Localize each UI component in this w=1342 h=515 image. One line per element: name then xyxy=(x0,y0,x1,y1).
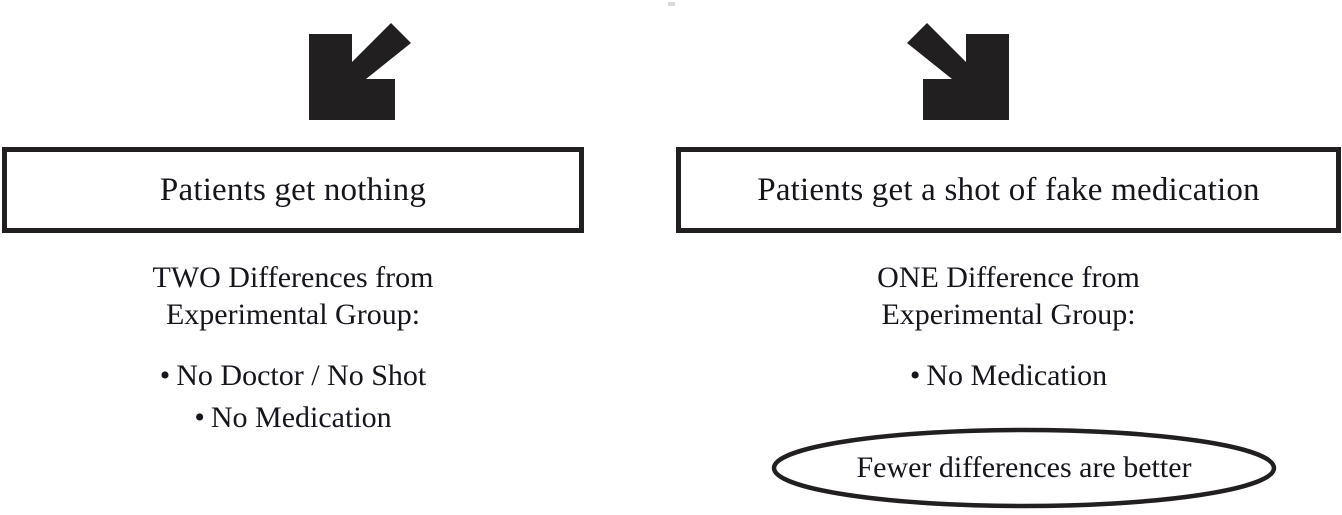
list-item: •No Medication xyxy=(676,355,1341,396)
condition-box-placebo: Patients get a shot of fake medication xyxy=(676,147,1341,233)
list-item: •No Medication xyxy=(2,397,584,438)
list-item-label: No Medication xyxy=(210,400,392,434)
differences-list: •No Doctor / No Shot •No Medication xyxy=(2,355,584,438)
down-left-arrow xyxy=(303,23,413,121)
condition-box-label: Patients get nothing xyxy=(159,171,427,208)
list-item: •No Doctor / No Shot xyxy=(2,355,584,396)
condition-box-no-treatment: Patients get nothing xyxy=(2,147,584,233)
heading-line-1: TWO Differences from xyxy=(152,261,434,294)
list-item-label: No Medication xyxy=(926,359,1108,393)
bullet-icon: • xyxy=(194,400,205,434)
bullet-icon: • xyxy=(159,359,171,393)
callout-label: Fewer differences are better xyxy=(856,451,1192,484)
heading-line-2: Experimental Group: xyxy=(881,297,1136,331)
differences-heading: TWO Differences from Experimental Group: xyxy=(2,260,584,333)
column-no-treatment: TWO Differences from Experimental Group:… xyxy=(2,260,584,438)
heading-line-1: ONE Difference from xyxy=(877,261,1140,294)
scan-speck xyxy=(668,2,675,6)
column-placebo: ONE Difference from Experimental Group: … xyxy=(676,260,1341,397)
down-right-arrow xyxy=(903,23,1015,121)
differences-heading: ONE Difference from Experimental Group: xyxy=(676,260,1341,333)
differences-list: •No Medication xyxy=(676,355,1341,396)
callout-ellipse: Fewer differences are better xyxy=(770,426,1278,510)
bullet-icon: • xyxy=(909,359,921,393)
heading-line-2: Experimental Group: xyxy=(165,297,421,331)
condition-box-label: Patients get a shot of fake medication xyxy=(757,171,1260,208)
list-item-label: No Doctor / No Shot xyxy=(176,359,427,393)
